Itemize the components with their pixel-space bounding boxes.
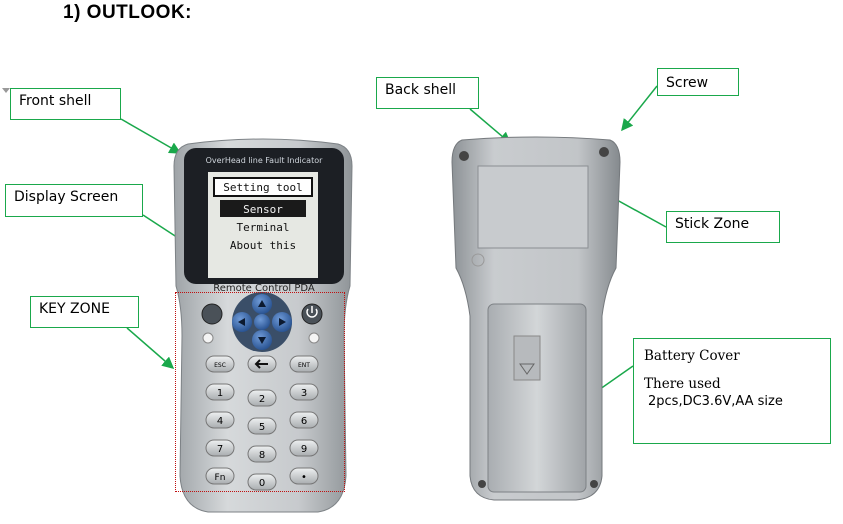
key-label: 1 — [217, 388, 223, 399]
screw-icon — [478, 480, 486, 488]
arrow-right-icon — [279, 318, 286, 326]
key-label: 4 — [217, 416, 223, 427]
back-device-photo — [451, 136, 621, 501]
key-label: Fn — [215, 473, 226, 483]
unlock-arrow-icon — [519, 363, 535, 375]
device-top-label: OverHead line Fault Indicator — [206, 156, 323, 165]
device-bottom-label: Remote Control PDA — [213, 283, 315, 294]
key-label: • — [301, 472, 307, 483]
key-7[interactable] — [205, 439, 235, 457]
corner-marker — [2, 88, 10, 93]
battery-cover-line2: 2pcs,DC3.6V,AA size — [648, 394, 783, 409]
key-label: 0 — [259, 478, 265, 489]
arrow-front-shell — [120, 118, 182, 154]
key-label: 5 — [259, 422, 265, 433]
section-heading: 1) OUTLOOK: — [63, 2, 192, 23]
display-screen-label: Display Screen — [14, 189, 119, 205]
lcd-menu-title: Setting tool — [223, 181, 302, 194]
arrow-left-icon — [238, 318, 245, 326]
front-shell-label: Front shell — [19, 93, 92, 109]
key-label: 8 — [259, 450, 265, 461]
key-6[interactable] — [289, 411, 319, 429]
display-screen-callout: Display Screen — [5, 184, 143, 217]
key-9[interactable] — [289, 439, 319, 457]
screw-icon — [459, 151, 469, 161]
key-zone-label: KEY ZONE — [39, 301, 110, 317]
dot-key[interactable] — [289, 467, 319, 485]
arrow-down-icon — [258, 337, 266, 344]
battery-cover-callout: Battery Cover There used 2pcs,DC3.6V,AA … — [633, 338, 831, 444]
key-zone-highlight — [175, 292, 345, 492]
arrow-key-zone — [126, 327, 175, 369]
backspace-icon — [254, 359, 268, 369]
power-key[interactable] — [301, 303, 323, 325]
key-label: 6 — [301, 416, 307, 427]
fn-key[interactable] — [205, 467, 235, 485]
key-4[interactable] — [205, 411, 235, 429]
front-shell-callout: Front shell — [10, 88, 121, 120]
screw-label: Screw — [666, 75, 709, 91]
power-icon — [306, 308, 318, 318]
stick-zone-label: Stick Zone — [675, 216, 750, 232]
esc-key[interactable] — [205, 355, 235, 373]
back-shell-label: Back shell — [385, 82, 456, 98]
nav-ok-key[interactable] — [254, 314, 270, 330]
lcd-menu-item-selected[interactable]: Sensor — [243, 203, 283, 216]
key-8[interactable] — [247, 445, 277, 463]
arrow-screw — [621, 85, 658, 132]
battery-cover[interactable] — [487, 303, 587, 493]
ent-key[interactable] — [289, 355, 319, 373]
lcd-menu-item[interactable]: Terminal — [237, 221, 290, 234]
key-label: 3 — [301, 388, 307, 399]
screw-icon — [599, 147, 609, 157]
left-function-key[interactable] — [201, 303, 223, 325]
stick-zone-callout: Stick Zone — [666, 211, 780, 243]
lcd-menu-item[interactable]: About this — [230, 239, 296, 252]
arrow-up-icon — [258, 300, 266, 307]
key-zone-callout: KEY ZONE — [30, 296, 139, 328]
key-label: 9 — [301, 444, 307, 455]
battery-cover-line1: There used — [644, 376, 721, 392]
back-shell-callout: Back shell — [376, 77, 479, 109]
key-3[interactable] — [289, 383, 319, 401]
ent-key-label: ENT — [298, 362, 310, 369]
front-device-photo: OverHead line Fault Indicator Setting to… — [173, 138, 353, 513]
battery-cover-title: Battery Cover — [644, 348, 740, 364]
navigation-pad[interactable] — [232, 292, 292, 352]
key-2[interactable] — [247, 389, 277, 407]
key-0[interactable] — [247, 473, 277, 491]
key-5[interactable] — [247, 417, 277, 435]
stick-zone-area — [477, 165, 589, 249]
key-label: 2 — [259, 394, 265, 405]
screw-icon — [590, 480, 598, 488]
key-1[interactable] — [205, 383, 235, 401]
key-label: 7 — [217, 444, 223, 455]
screw-callout: Screw — [657, 68, 739, 96]
esc-key-label: ESC — [214, 362, 226, 369]
